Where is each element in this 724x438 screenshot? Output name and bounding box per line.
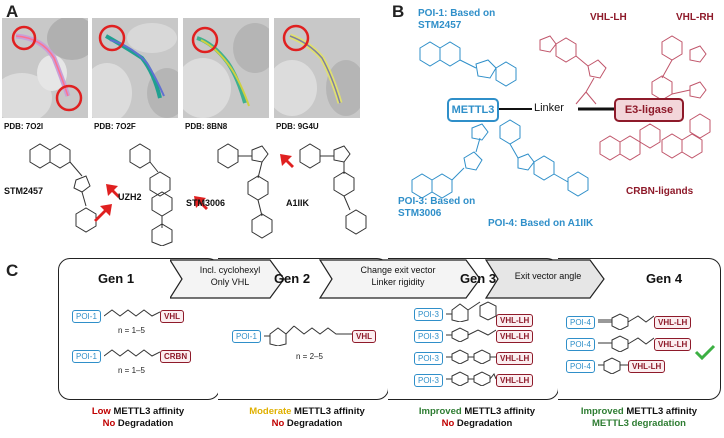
vhl-rh-title: VHL-RH (676, 12, 714, 23)
gen3-degradation-text: Degradation (454, 418, 513, 429)
gen2-affinity-text: METTL3 affinity (291, 406, 365, 417)
poi4-title: POI-4: Based on A1IIK (488, 218, 594, 229)
gen4-row2-linker (598, 335, 654, 352)
gen1-row2-poi: POI-1 (72, 350, 101, 363)
gen2-poi: POI-1 (232, 330, 261, 343)
gen1-row1-lig: VHL (160, 310, 184, 323)
mettl3-box: METTL3 (447, 98, 499, 122)
structure-image-9g4u (274, 18, 360, 118)
panel-b-structures (411, 35, 711, 199)
gen3-row4-linker (446, 371, 496, 386)
gen4-affinity-text: METTL3 affinity (623, 406, 698, 417)
e3-ligase-box: E3-ligase (614, 98, 684, 122)
pdb-label-2: PDB: 7O2F (94, 122, 136, 131)
gen4-title: Gen 4 (645, 271, 683, 286)
gen3-degradation-level: No (441, 418, 455, 429)
gen2-linker (264, 325, 352, 346)
vhl-lh-title: VHL-LH (590, 12, 627, 23)
arrow2-line1: Change exit vector (360, 265, 436, 275)
gen1-result: Low METTL3 affinity No Degradation (58, 406, 218, 430)
gen3-row3-poi: POI-3 (414, 352, 443, 365)
gen1-row2-n: n = 1–5 (118, 366, 145, 375)
gen2-degradation-text: Degradation (284, 418, 343, 429)
gen2-title: Gen 2 (273, 271, 311, 286)
gen3-title: Gen 3 (459, 271, 497, 286)
gen4-row3-linker (598, 357, 628, 374)
gen3-row3-lig: VHL-LH (496, 352, 534, 365)
gen1-affinity-level: Low (91, 406, 111, 417)
gen4-row1-lig: VHL-LH (654, 316, 692, 329)
gen3-row2-lig: VHL-LH (496, 330, 534, 343)
gen3-affinity-level: Improved (418, 406, 462, 417)
gen4-row1-linker (598, 313, 654, 330)
gen2-degradation-level: No (271, 418, 285, 429)
gen1-row1-n: n = 1–5 (118, 326, 145, 335)
gen1-row2-lig: CRBN (160, 350, 192, 363)
poi3-title: POI-3: Based on STM3006 (398, 196, 476, 219)
gen4-row1-poi: POI-4 (566, 316, 595, 329)
gen1-degradation-text: Degradation (115, 418, 174, 429)
panel-a-letter: A (6, 2, 19, 21)
crbn-title: CRBN-ligands (626, 186, 694, 197)
pdb-label-1: PDB: 7O2I (4, 122, 44, 131)
structure-image-7o2f (92, 18, 178, 118)
compound-name-1: STM2457 (4, 186, 44, 196)
arrow2-line2: Linker rigidity (371, 277, 425, 287)
panel-c-letter: C (6, 261, 19, 280)
compound-name-4: A1IIK (286, 198, 310, 208)
gen2-lig: VHL (352, 330, 376, 343)
pdb-label-4: PDB: 9G4U (276, 122, 319, 131)
gen1-row2-linker (104, 349, 160, 357)
gen3-row4-lig: VHL-LH (496, 374, 534, 387)
gen4-result: Improved METTL3 affinity METTL3 degradat… (558, 406, 720, 430)
gen3-row1-poi: POI-3 (414, 308, 443, 321)
gen4-row2-lig: VHL-LH (654, 338, 692, 351)
poi1-title: POI-1: Based on STM2457 (418, 8, 496, 31)
gen2-result: Moderate METTL3 affinity No Degradation (222, 406, 392, 430)
gen2-n: n = 2–5 (296, 352, 323, 361)
gen1-row1-linker (104, 309, 160, 317)
compound-name-3: STM3006 (186, 198, 226, 208)
gen1-affinity-text: METTL3 affinity (110, 406, 185, 417)
panel-b-letter: B (392, 2, 405, 21)
gen4-row3-poi: POI-4 (566, 360, 595, 373)
checkmark-icon (694, 344, 716, 360)
pdb-label-3: PDB: 8BN8 (185, 122, 228, 131)
arrow1-line2: Only VHL (210, 277, 250, 287)
gen3-top-lig: VHL-LH (496, 314, 534, 327)
gen3-row4-poi: POI-3 (414, 374, 443, 387)
gen1-title: Gen 1 (97, 271, 135, 286)
gen3-row2-linker (446, 327, 496, 342)
gen2-affinity-level: Moderate (249, 406, 292, 417)
gen3-row3-linker (446, 349, 496, 364)
linker-label: Linker (534, 102, 564, 114)
structure-image-7o2i (2, 18, 88, 118)
gen-arrows (170, 259, 605, 299)
gen1-degradation-level: No (102, 418, 116, 429)
compound-name-2: UZH2 (118, 192, 142, 202)
structure-image-8bn8 (183, 18, 269, 118)
gen4-affinity-level: Improved (580, 406, 624, 417)
gen3-affinity-text: METTL3 affinity (461, 406, 536, 417)
gen4-row3-lig: VHL-LH (628, 360, 666, 373)
gen1-row1-poi: POI-1 (72, 310, 101, 323)
compound-structures (29, 143, 367, 246)
gen3-result: Improved METTL3 affinity No Degradation (392, 406, 562, 430)
gen4-row2-poi: POI-4 (566, 338, 595, 351)
gen3-row1-linker (446, 301, 497, 322)
gen4-degradation-level: METTL3 degradation (592, 418, 686, 429)
arrow3-line1: Exit vector angle (514, 271, 582, 281)
arrow1-line1: Incl. cyclohexyl (199, 265, 261, 275)
gen3-row2-poi: POI-3 (414, 330, 443, 343)
